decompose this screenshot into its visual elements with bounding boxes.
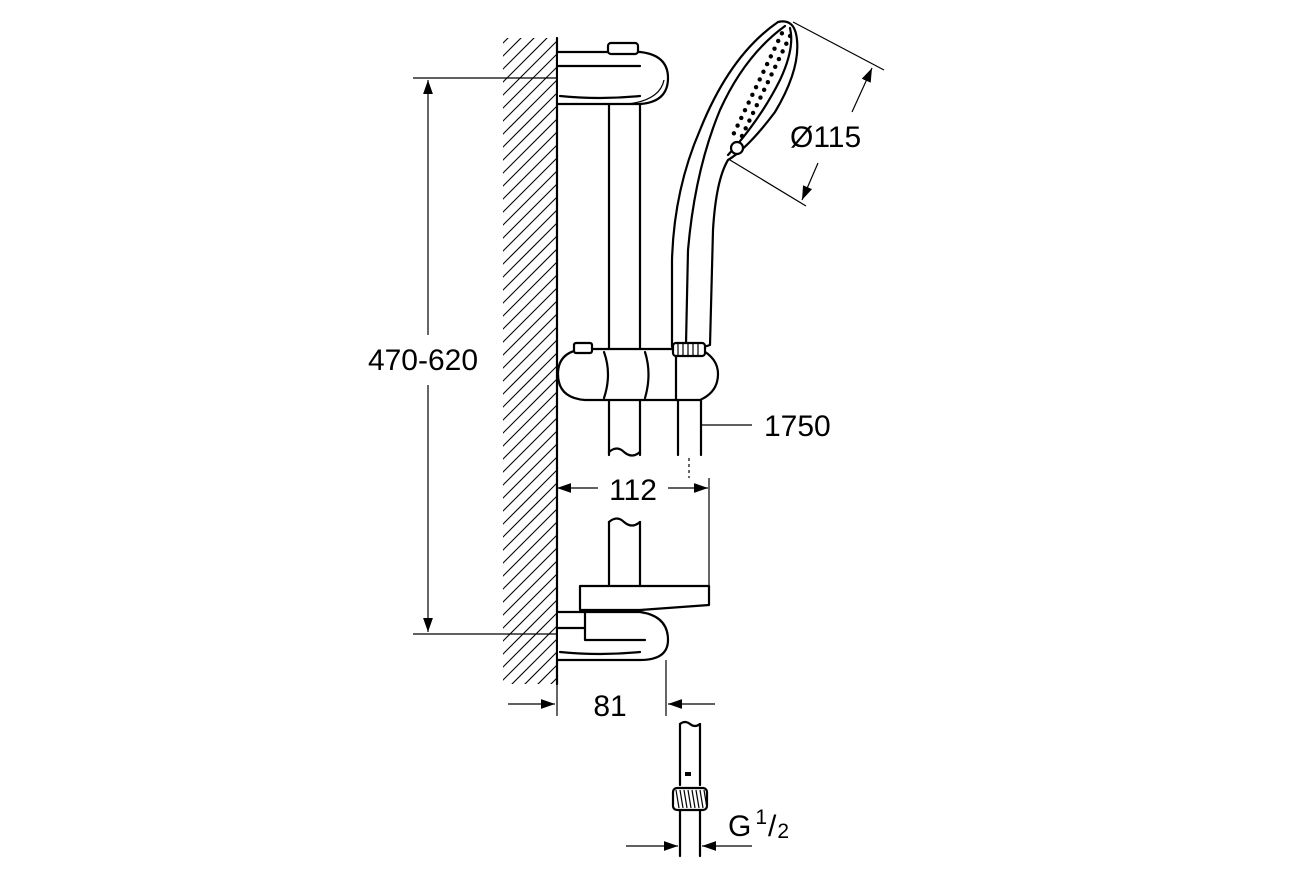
shower-hose xyxy=(676,398,703,478)
bar-offset-label: 112 xyxy=(609,474,657,507)
head-diameter-dimension: Ø115 xyxy=(729,21,885,207)
hand-shower xyxy=(670,20,799,358)
thread-prefix: G xyxy=(728,810,751,843)
wall-distance-label: 81 xyxy=(593,690,626,723)
top-wall-bracket xyxy=(556,41,670,106)
bottom-bracket xyxy=(556,584,711,662)
hose-end-fitting xyxy=(671,720,709,858)
height-range-label: 470-620 xyxy=(368,344,478,377)
height-range-dimension: 470-620 xyxy=(368,77,557,635)
bar-offset-dimension: 112 xyxy=(557,474,710,590)
wall xyxy=(503,36,559,686)
hose-length-dimension: 1750 xyxy=(701,410,831,443)
thread-denominator: 2 xyxy=(777,820,789,843)
wall-distance-dimension: 81 xyxy=(508,660,715,723)
head-diameter-label: Ø115 xyxy=(790,121,861,154)
thread-numerator: 1 xyxy=(755,806,767,829)
shower-rail xyxy=(607,102,642,588)
hose-length-label: 1750 xyxy=(764,410,831,443)
thread-knurl xyxy=(675,789,708,809)
wall-hatching xyxy=(503,38,557,684)
spray-nozzles xyxy=(731,31,793,139)
thread-separator: / xyxy=(768,810,777,843)
